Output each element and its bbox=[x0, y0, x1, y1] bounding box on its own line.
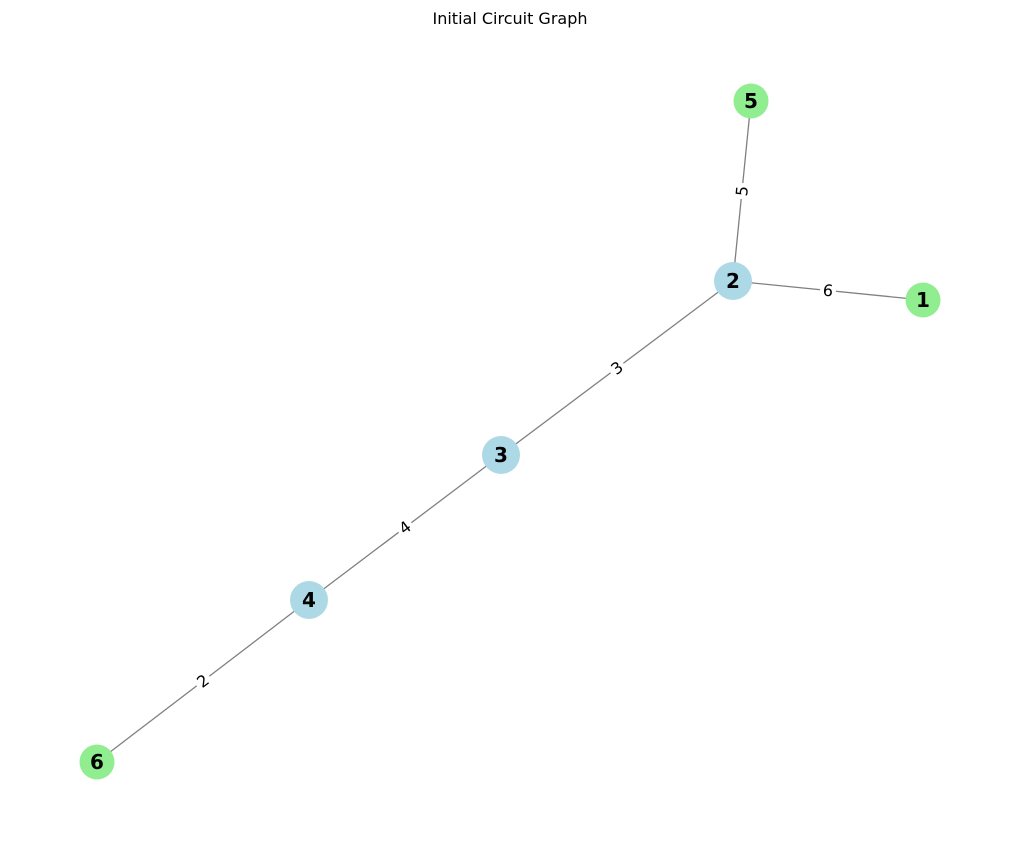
node-label: 2 bbox=[726, 269, 740, 293]
edges: 5 6 3 4 2 bbox=[96, 100, 924, 763]
nodes: 1 2 3 4 5 6 bbox=[79, 83, 941, 780]
edge-label-background bbox=[819, 279, 837, 302]
terminal-node-circle bbox=[79, 744, 115, 780]
graph-title: Initial Circuit Graph bbox=[432, 9, 587, 28]
internal-node-circle bbox=[290, 581, 328, 619]
node-4: 4 bbox=[290, 581, 328, 619]
edge-2-3: 3 bbox=[500, 280, 734, 456]
edge-label-background bbox=[604, 355, 630, 381]
edge-label-group: 4 bbox=[392, 514, 418, 541]
edge-label-background bbox=[190, 668, 216, 694]
node-1: 1 bbox=[905, 282, 941, 318]
internal-node-circle bbox=[482, 436, 520, 474]
node-5: 5 bbox=[733, 83, 769, 119]
node-3: 3 bbox=[482, 436, 520, 474]
edge-label-background bbox=[392, 514, 418, 541]
edge-label-group: 3 bbox=[604, 355, 630, 381]
terminal-node-circle bbox=[733, 83, 769, 119]
edge-label-background bbox=[731, 182, 753, 200]
node-label: 5 bbox=[744, 89, 758, 113]
edge-weight-label: 6 bbox=[822, 281, 834, 301]
node-2: 2 bbox=[714, 262, 752, 300]
edge-2-1: 6 bbox=[732, 279, 924, 302]
edge-4-6: 2 bbox=[96, 599, 310, 763]
node-label: 1 bbox=[916, 288, 930, 312]
node-6: 6 bbox=[79, 744, 115, 780]
edge-weight-label: 5 bbox=[732, 185, 752, 197]
node-label: 6 bbox=[90, 750, 104, 774]
node-label: 4 bbox=[302, 588, 316, 612]
terminal-node-circle bbox=[905, 282, 941, 318]
edge-label-group: 2 bbox=[190, 668, 216, 694]
node-label: 3 bbox=[494, 443, 508, 467]
internal-node-circle bbox=[714, 262, 752, 300]
edge-3-4: 4 bbox=[308, 454, 502, 601]
edge-2-5: 5 bbox=[731, 100, 753, 282]
edge-label-group: 6 bbox=[819, 279, 837, 302]
edge-label-group: 5 bbox=[731, 182, 753, 200]
